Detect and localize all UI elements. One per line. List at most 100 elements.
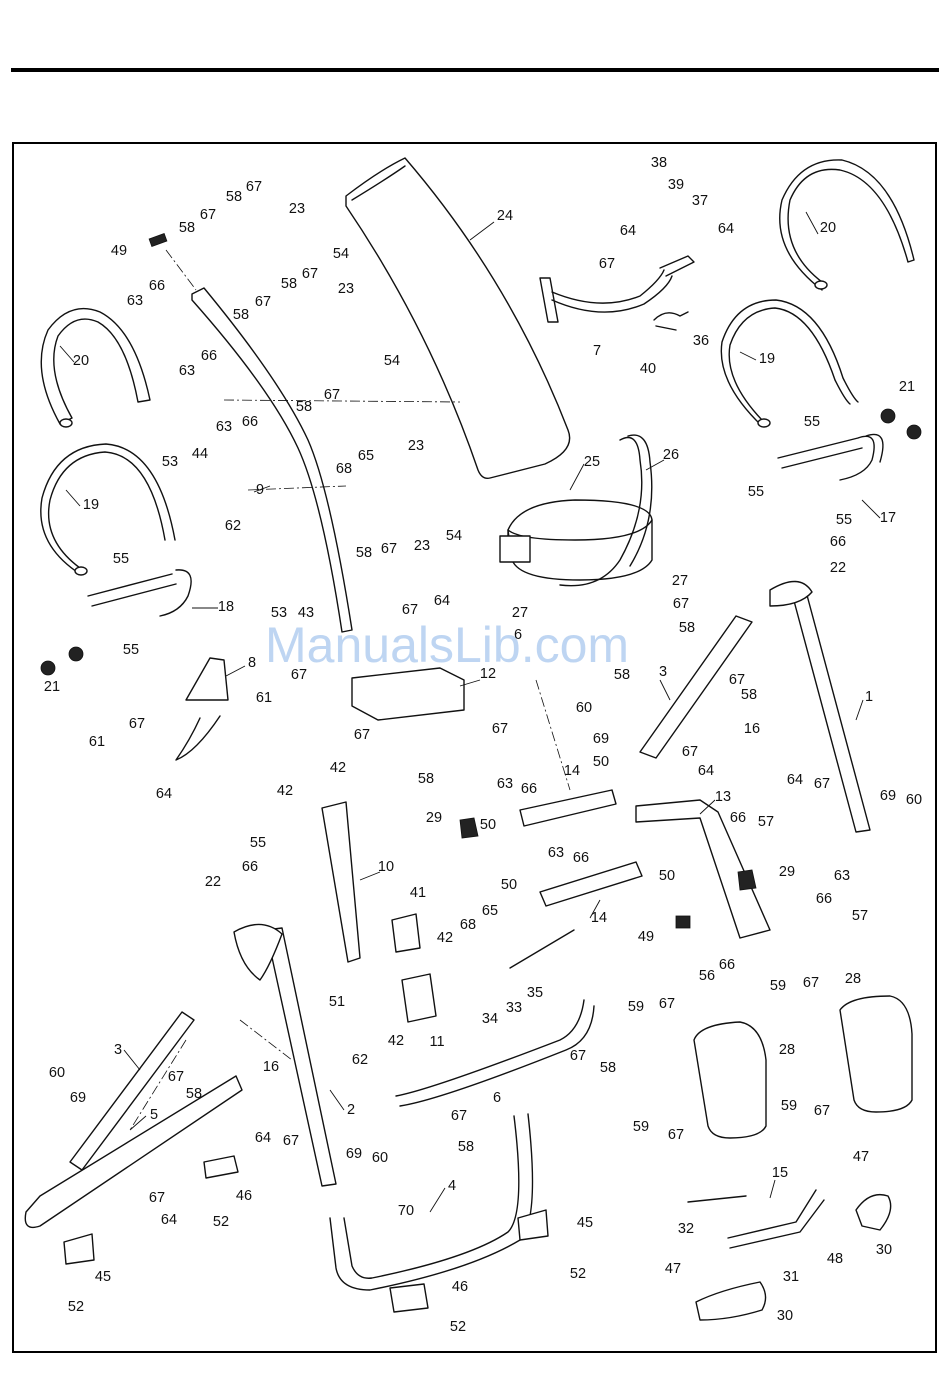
- part-41-block: [391, 913, 421, 953]
- part-7-bracket: [539, 269, 673, 323]
- callout-label: 58: [186, 1086, 202, 1102]
- callout-label: 68: [336, 461, 352, 477]
- part-29-knob: [737, 869, 757, 891]
- callout-label: 30: [876, 1242, 892, 1258]
- callout-label: 42: [277, 783, 293, 799]
- callout-label: 58: [600, 1060, 616, 1076]
- callout-label: 62: [225, 518, 241, 534]
- part-3-right-leg: [639, 615, 753, 759]
- part-30-grip-upper: [855, 1193, 892, 1231]
- callout-label: 55: [804, 414, 820, 430]
- callout-label: 29: [779, 864, 795, 880]
- callout-label: 69: [70, 1090, 86, 1106]
- callout-label: 61: [89, 734, 105, 750]
- part-2-front-upright: [265, 927, 337, 1187]
- part-21-knob-left: [40, 660, 56, 676]
- callout-label: 69: [880, 788, 896, 804]
- part-25-seat: [499, 499, 653, 581]
- callout-label: 67: [283, 1133, 299, 1149]
- part-8-bracket: [175, 657, 229, 761]
- callout-label: 3: [114, 1042, 122, 1058]
- callout-label: 63: [179, 363, 195, 379]
- callout-label: 66: [149, 278, 165, 294]
- callout-label: 67: [402, 602, 418, 618]
- part-35-rod: [509, 929, 575, 969]
- callout-label: 63: [497, 776, 513, 792]
- callout-label: 67: [814, 776, 830, 792]
- callout-label: 19: [759, 351, 775, 367]
- callout-label: 67: [168, 1069, 184, 1085]
- callout-label: 67: [673, 596, 689, 612]
- part-10-column: [321, 801, 361, 963]
- callout-label: 67: [302, 266, 318, 282]
- callout-label: 58: [233, 307, 249, 323]
- callout-label: 58: [614, 667, 630, 683]
- callout-label: 22: [830, 560, 846, 576]
- callout-label: 47: [853, 1149, 869, 1165]
- callout-label: 50: [659, 868, 675, 884]
- callout-label: 58: [281, 276, 297, 292]
- part-13-base: [635, 799, 771, 939]
- callout-label: 56: [699, 968, 715, 984]
- callout-label: 65: [482, 903, 498, 919]
- callout-label: 5: [150, 1107, 158, 1123]
- callout-label: 30: [777, 1308, 793, 1324]
- callout-label: 53: [271, 605, 287, 621]
- callout-label: 52: [450, 1319, 466, 1335]
- part-45-foot-right: [517, 1209, 549, 1241]
- callout-label: 42: [437, 930, 453, 946]
- callout-label: 69: [593, 731, 609, 747]
- callout-label: 54: [384, 353, 400, 369]
- callout-label: 58: [296, 399, 312, 415]
- callout-label: 45: [577, 1215, 593, 1231]
- callout-label: 67: [291, 667, 307, 683]
- callout-label: 47: [665, 1261, 681, 1277]
- callout-label: 59: [770, 978, 786, 994]
- alignment-lines: [129, 249, 571, 1131]
- part-9-upright: [191, 287, 353, 633]
- callout-label: 17: [880, 510, 896, 526]
- callout-label: 35: [527, 985, 543, 1001]
- callout-label: 10: [378, 859, 394, 875]
- part-19-right-handle: [720, 299, 859, 427]
- callout-label: 58: [741, 687, 757, 703]
- callout-label: 31: [783, 1269, 799, 1285]
- callout-label: 67: [668, 1127, 684, 1143]
- callout-label: 67: [354, 727, 370, 743]
- callout-label: 57: [758, 814, 774, 830]
- callout-label: 55: [250, 835, 266, 851]
- callout-label: 16: [263, 1059, 279, 1075]
- callout-label: 66: [816, 891, 832, 907]
- callout-label: 42: [330, 760, 346, 776]
- part-3-left-leg: [69, 1011, 195, 1171]
- callout-label: 32: [678, 1221, 694, 1237]
- callout-label: 63: [548, 845, 564, 861]
- callout-label: 66: [830, 534, 846, 550]
- part-24-back-pad: [345, 157, 571, 480]
- callout-label: 18: [218, 599, 234, 615]
- callout-label: 67: [381, 541, 397, 557]
- part-14-rail-lower: [539, 861, 643, 907]
- callout-label: 67: [729, 672, 745, 688]
- part-14-rail-upper: [519, 789, 617, 827]
- callout-label: 64: [255, 1130, 271, 1146]
- callout-label: 44: [192, 446, 208, 462]
- callout-label: 59: [781, 1098, 797, 1114]
- part-17-crossbar: [777, 433, 884, 481]
- callout-label: 45: [95, 1269, 111, 1285]
- callout-label: 21: [899, 379, 915, 395]
- callout-label: 20: [820, 220, 836, 236]
- callout-label: 50: [480, 817, 496, 833]
- callout-label: 69: [346, 1146, 362, 1162]
- callout-label: 67: [659, 996, 675, 1012]
- callout-label: 50: [593, 754, 609, 770]
- callout-label: 57: [852, 908, 868, 924]
- callout-label: 53: [162, 454, 178, 470]
- callout-label: 4: [448, 1178, 456, 1194]
- callout-label: 15: [772, 1165, 788, 1181]
- part-46-foot: [203, 1155, 239, 1179]
- callout-label: 26: [663, 447, 679, 463]
- callout-label: 63: [216, 419, 232, 435]
- callout-label: 28: [779, 1042, 795, 1058]
- callout-label: 24: [497, 208, 513, 224]
